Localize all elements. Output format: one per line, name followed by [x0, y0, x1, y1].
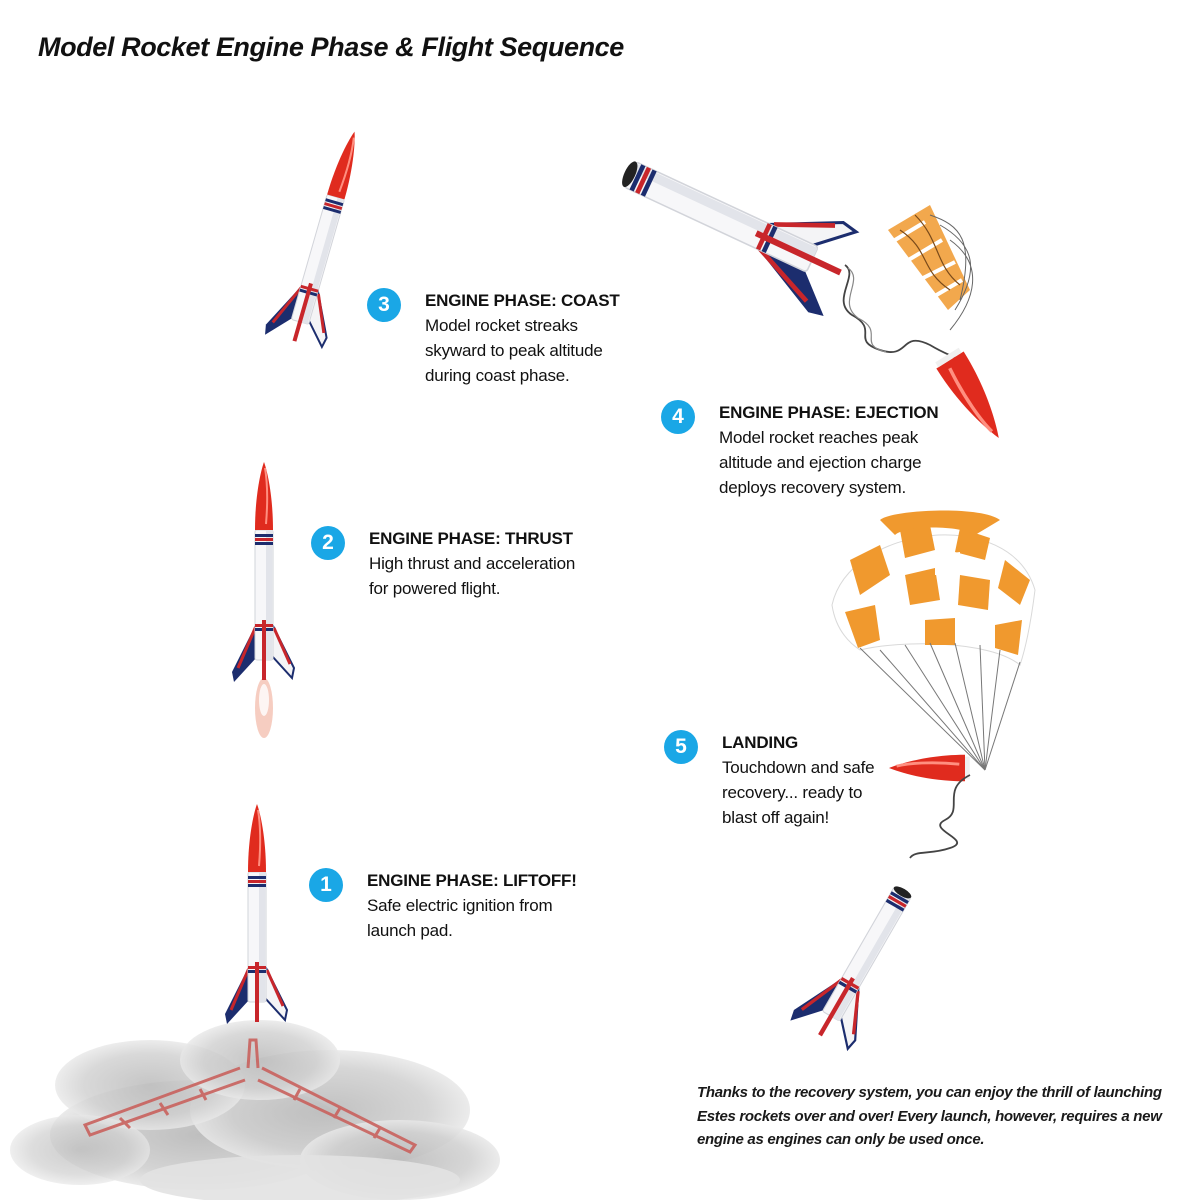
step-description: Model rocket reaches peak altitude and e…	[719, 428, 922, 497]
parachute-lines	[859, 642, 1021, 771]
step-title: ENGINE PHASE: THRUST	[369, 529, 573, 548]
step-title: ENGINE PHASE: COAST	[425, 291, 620, 310]
step-number-badge: 3	[367, 288, 401, 322]
step-description: Safe electric ignition from launch pad.	[367, 896, 553, 940]
footnote: Thanks to the recovery system, you can e…	[697, 1084, 1162, 1148]
step-title: ENGINE PHASE: LIFTOFF!	[367, 871, 577, 890]
rocket-landing	[786, 869, 935, 1056]
step-text: ENGINE PHASE: COAST Model rocket streaks…	[425, 288, 725, 388]
step-text: ENGINE PHASE: EJECTION Model rocket reac…	[719, 400, 1019, 500]
step-number-badge: 4	[661, 400, 695, 434]
step-description: High thrust and acceleration for powered…	[369, 554, 576, 598]
step-text: LANDING Touchdown and safe recovery... r…	[722, 730, 1022, 830]
rocket-thrust	[230, 460, 296, 684]
packed-parachute	[888, 205, 974, 331]
landing-shock-cord	[909, 774, 971, 859]
launch-pad	[82, 1038, 418, 1154]
step-title: LANDING	[722, 733, 799, 752]
step-number-badge: 5	[664, 730, 698, 764]
exhaust-flame	[255, 678, 273, 738]
step-text: ENGINE PHASE: THRUST High thrust and acc…	[369, 526, 669, 601]
step-text: ENGINE PHASE: LIFTOFF! Safe electric ign…	[367, 868, 667, 943]
step-number-badge: 2	[311, 526, 345, 560]
step-title: ENGINE PHASE: EJECTION	[719, 403, 939, 422]
step-description: Model rocket streaks skyward to peak alt…	[425, 316, 603, 385]
parachute-canopy	[831, 510, 1036, 666]
rocket-coast	[261, 121, 385, 353]
page-title: Model Rocket Engine Phase & Flight Seque…	[38, 32, 624, 62]
step-description: Touchdown and safe recovery... ready to …	[722, 758, 875, 827]
rocket-liftoff	[223, 802, 289, 1026]
step-number-badge: 1	[309, 868, 343, 902]
